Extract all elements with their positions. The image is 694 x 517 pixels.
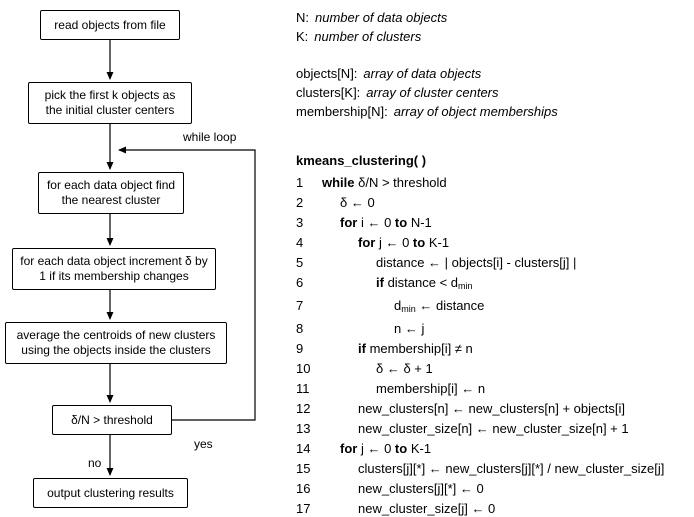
code-line-number: 1 xyxy=(296,175,304,190)
code-line-text: if distance < dmin xyxy=(376,275,473,291)
code-line: 11 membership[i] ← n xyxy=(296,379,692,399)
code-line: 6 if distance < dmin xyxy=(296,273,692,296)
edge-label-while-loop: while loop xyxy=(181,130,239,144)
code-line-text: n ← j xyxy=(394,321,425,336)
declaration-name: membership[N]: xyxy=(296,104,388,119)
edge-label-no: no xyxy=(86,456,104,470)
code-line-number: 13 xyxy=(296,421,311,436)
code-line: 4 for j ← 0 to K-1 xyxy=(296,233,692,253)
code-line-text: distance ← | objects[i] - clusters[j] | xyxy=(376,255,577,270)
code-line-number: 14 xyxy=(296,441,311,456)
flow-box-increment-delta: for each data object increment δ by 1 if… xyxy=(12,248,216,290)
code-line-number: 15 xyxy=(296,461,311,476)
code-line: 3 for i ← 0 to N-1 xyxy=(296,213,692,233)
code-line-text: if membership[i] ≠ n xyxy=(358,341,473,356)
code-line-number: 4 xyxy=(296,235,304,250)
declaration-description: number of data objects xyxy=(315,10,448,25)
flow-box-read-objects: read objects from file xyxy=(40,10,180,40)
code-line-number: 16 xyxy=(296,481,311,496)
code-line-text: new_cluster_size[j] ← 0 xyxy=(358,501,496,516)
code-line: 15 clusters[j][*] ← new_clusters[j][*] / … xyxy=(296,459,692,479)
code-line-text: membership[i] ← n xyxy=(376,381,486,396)
pseudocode-lines: 1 while δ/N > threshold 2 δ ← 0 3 for i ← 0 t… xyxy=(296,173,692,517)
code-line: 14 for j ← 0 to K-1 xyxy=(296,439,692,459)
code-line: 5 distance ← | objects[i] - clusters[j] | xyxy=(296,253,692,273)
code-line-text: while δ/N > threshold xyxy=(322,175,447,190)
code-line-text: new_clusters[n] ← new_clusters[n] + obje… xyxy=(358,401,625,416)
code-line: 1 while δ/N > threshold xyxy=(296,173,692,193)
code-line-number: 5 xyxy=(296,255,304,270)
flow-box-threshold-check: δ/N > threshold xyxy=(52,405,172,435)
declaration-row: objects[N]: array of data objects xyxy=(296,64,692,83)
code-line: 10 δ ← δ + 1 xyxy=(296,359,692,379)
code-line-number: 10 xyxy=(296,361,311,376)
code-line-number: 7 xyxy=(296,298,304,313)
code-line-number: 2 xyxy=(296,195,304,210)
code-line: 16 new_clusters[j][*] ← 0 xyxy=(296,479,692,499)
code-line-number: 8 xyxy=(296,321,304,336)
code-line: 2 δ ← 0 xyxy=(296,193,692,213)
code-line-text: δ ← 0 xyxy=(340,195,375,210)
pseudocode-title: kmeans_clustering( ) xyxy=(296,153,427,168)
code-line-text: for j ← 0 to K-1 xyxy=(340,441,432,456)
code-line-text: dmin ← distance xyxy=(394,298,485,314)
code-line-text: δ ← δ + 1 xyxy=(376,361,433,376)
declaration-name: N: xyxy=(296,10,309,25)
declaration-row: K: number of clusters xyxy=(296,27,692,46)
code-line-text: for i ← 0 to N-1 xyxy=(340,215,432,230)
code-line-number: 6 xyxy=(296,275,304,290)
code-line-number: 11 xyxy=(296,381,310,396)
flowchart-arrows xyxy=(106,40,256,476)
declaration-name: K: xyxy=(296,29,309,44)
code-line-text: new_cluster_size[n] ← new_cluster_size[n… xyxy=(358,421,629,436)
code-line: 12 new_clusters[n] ← new_clusters[n] + ob… xyxy=(296,399,692,419)
code-line-number: 9 xyxy=(296,341,304,356)
flow-box-pick-centers: pick the first k objects as the initial … xyxy=(28,82,192,124)
code-line: 17 new_cluster_size[j] ← 0 xyxy=(296,499,692,517)
code-line: 8 n ← j xyxy=(296,319,692,339)
code-line: 13 new_cluster_size[n] ← new_cluster_size… xyxy=(296,419,692,439)
code-line: 9 if membership[i] ≠ n xyxy=(296,339,692,359)
declaration-description: array of object memberships xyxy=(393,104,558,119)
declaration-description: array of data objects xyxy=(363,66,482,81)
edge-label-yes: yes xyxy=(192,437,215,451)
code-line-text: new_clusters[j][*] ← 0 xyxy=(358,481,484,496)
flow-box-average-centroids: average the centroids of new clusters us… xyxy=(5,322,227,364)
code-line-number: 3 xyxy=(296,215,304,230)
declaration-description: array of cluster centers xyxy=(366,85,499,100)
declaration-description: number of clusters xyxy=(314,29,422,44)
code-line-number: 12 xyxy=(296,401,311,416)
code-line-text: for j ← 0 to K-1 xyxy=(358,235,450,250)
code-line-text: clusters[j][*] ← new_clusters[j][*] / ne… xyxy=(358,461,665,476)
declaration-name: clusters[K]: xyxy=(296,85,361,100)
code-line-number: 17 xyxy=(296,501,311,516)
code-line: 7 dmin ← distance xyxy=(296,296,692,319)
declaration-row: membership[N]: array of object membership… xyxy=(296,102,692,121)
declaration-row: N: number of data objects xyxy=(296,8,692,27)
flow-box-output-results: output clustering results xyxy=(33,478,188,508)
flow-box-nearest-cluster: for each data object find the nearest cl… xyxy=(38,172,184,214)
declaration-name: objects[N]: xyxy=(296,66,358,81)
declaration-row: clusters[K]: array of cluster centers xyxy=(296,83,692,102)
